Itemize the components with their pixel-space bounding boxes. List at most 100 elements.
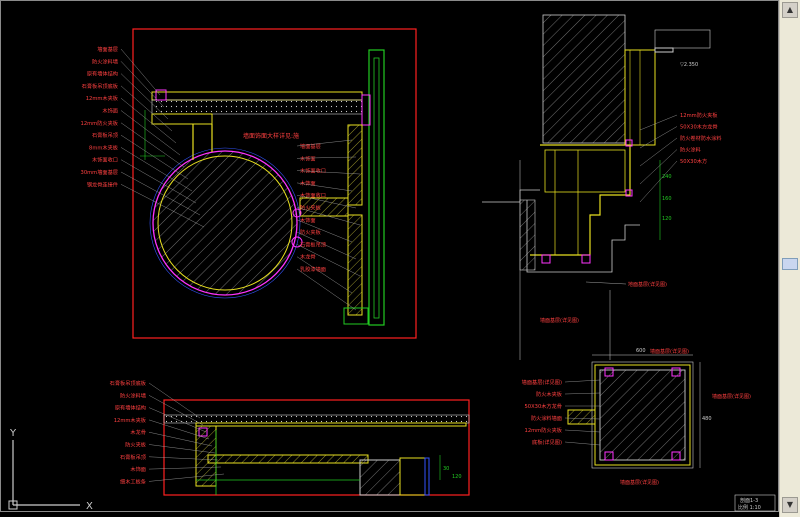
leader-line bbox=[564, 392, 601, 395]
p1-right-label: 墙面基层 bbox=[300, 142, 321, 150]
leader-line bbox=[120, 48, 161, 96]
p3-side-label: 防火卷材防水涂料 bbox=[680, 134, 722, 142]
leader-line bbox=[148, 382, 201, 419]
leader-line bbox=[296, 256, 353, 294]
leader-line bbox=[564, 441, 601, 446]
panel-1-plan-detail: 墙面饰面大样详见:施 墙面基层防火涂料墙原有墙体结构石膏板吊顶底板12mm木夹板… bbox=[81, 28, 417, 339]
leader-line bbox=[639, 126, 678, 149]
p2-left-label: 防火涂料墙 bbox=[120, 391, 146, 399]
p3-side-label: 50X30木方龙骨 bbox=[680, 123, 718, 131]
p1-right-label: 木饰面收口 bbox=[300, 191, 326, 199]
leader-line bbox=[639, 114, 678, 131]
dim-480-side: 480 bbox=[702, 416, 712, 422]
leader-line bbox=[564, 429, 601, 433]
scroll-thumb[interactable] bbox=[782, 258, 798, 270]
leader-line bbox=[296, 182, 353, 192]
leader-line bbox=[120, 85, 173, 132]
round-column-section bbox=[152, 150, 298, 296]
p1-right-label: 木龙骨 bbox=[300, 253, 316, 261]
leader-line bbox=[296, 139, 353, 147]
p1-left-label: 钢龙骨连接件 bbox=[87, 180, 118, 188]
leader-line bbox=[120, 147, 193, 192]
drawing-viewport[interactable] bbox=[0, 0, 779, 512]
leader-line bbox=[148, 456, 219, 461]
cad-drawing: 墙面饰面大样详见:施 墙面基层防火涂料墙原有墙体结构石膏板吊顶底板12mm木夹板… bbox=[8, 14, 776, 512]
leader-line bbox=[148, 466, 222, 470]
panel-2-ceiling-section: 30 120 石膏板吊顶底板防火涂料墙原有墙体结构12mm木夹板木龙骨防火夹板石… bbox=[110, 379, 470, 496]
leader-line bbox=[120, 134, 189, 180]
panel-2-left-labels: 石膏板吊顶底板防火涂料墙原有墙体结构12mm木夹板木龙骨防火夹板石膏板吊顶木饰面… bbox=[110, 379, 225, 485]
p3-side-label: 50X30木方 bbox=[680, 157, 707, 165]
leader-line bbox=[296, 231, 357, 260]
p4-left-label: 防火涂料墙面 bbox=[531, 414, 562, 422]
panel-1-border bbox=[132, 28, 417, 339]
panel-3-bottom-label-2: 墙面基层(详见图) bbox=[540, 317, 579, 324]
panel-1-left-labels: 墙面基层防火涂料墙原有墙体结构石膏板吊顶底板12mm木夹板木饰面12mm防火夹板… bbox=[81, 45, 205, 228]
p4-left-label: 墙面基层(详见图) bbox=[522, 378, 562, 386]
panel-4-bottom-label: 墙面基层(详见图) bbox=[620, 479, 659, 486]
p1-left-label: 原有墙体结构 bbox=[87, 70, 118, 78]
p1-left-label: 墙面基层 bbox=[97, 45, 118, 53]
leader-line bbox=[120, 98, 177, 144]
p1-right-label: 木饰面 bbox=[300, 179, 316, 187]
p2-left-label: 原有墙体结构 bbox=[115, 404, 146, 412]
p1-left-label: 12mm防火夹板 bbox=[81, 119, 119, 127]
level-mark: ▽2.350 bbox=[680, 62, 698, 68]
leader-line bbox=[120, 61, 165, 108]
p3-side-label: 防火涂料 bbox=[680, 146, 701, 154]
p1-right-label: 防火夹板 bbox=[300, 204, 322, 212]
leader-line bbox=[296, 195, 357, 209]
p4-left-label: 12mm防火夹板 bbox=[525, 426, 563, 434]
triangle-up-icon: ▲ bbox=[786, 5, 794, 14]
panel-3-wall-section: ▽2.350 240 160 120 12mm防火夹板50X30木方龙骨防火卷材… bbox=[482, 14, 722, 360]
p1-right-label: 木饰面 bbox=[300, 216, 316, 224]
p1-right-label: 乳胶漆墙面 bbox=[300, 265, 326, 273]
leader-line bbox=[564, 379, 601, 383]
panel-4-top-label: 墙面基层(详见图) bbox=[650, 348, 689, 355]
p1-left-label: 石膏板吊顶 bbox=[92, 131, 118, 139]
vertical-scrollbar[interactable]: ▲ ▼ bbox=[779, 0, 800, 517]
ucs-icon: Y X bbox=[8, 428, 93, 512]
p2-left-label: 木饰面 bbox=[130, 465, 146, 473]
p4-left-label: 底板(详见图) bbox=[532, 438, 562, 446]
p2-left-label: 木龙骨 bbox=[130, 428, 146, 436]
leader-line bbox=[296, 156, 357, 159]
leader-line bbox=[296, 268, 357, 311]
p3-side-label: 12mm防火夹板 bbox=[680, 111, 718, 119]
leader-line bbox=[296, 219, 353, 243]
p1-left-label: 木饰面收口 bbox=[92, 156, 118, 164]
p2-left-label: 石膏板吊顶底板 bbox=[110, 379, 147, 387]
leader-line bbox=[120, 110, 181, 156]
p4-left-label: 防火木夹板 bbox=[536, 390, 563, 398]
leader-line bbox=[120, 159, 197, 204]
leader-line bbox=[564, 417, 601, 420]
panel-3-bottom-label-1: 地面基层(详见图) bbox=[628, 281, 667, 288]
p4-left-label: 50X30木方龙骨 bbox=[524, 402, 562, 410]
scroll-down-button[interactable]: ▼ bbox=[782, 497, 798, 513]
p1-left-label: 石膏板吊顶底板 bbox=[82, 82, 119, 90]
p2-left-label: 石膏板吊顶 bbox=[120, 453, 146, 461]
triangle-down-icon: ▼ bbox=[786, 500, 794, 509]
p1-right-label: 石膏板吊顶 bbox=[300, 240, 326, 248]
leader-line bbox=[120, 122, 185, 168]
p1-right-label: 木饰面收口 bbox=[300, 167, 326, 175]
leader-line bbox=[639, 137, 678, 167]
p1-right-label: 木饰面 bbox=[300, 154, 316, 162]
panel-1-right-labels: 墙面基层木饰面木饰面收口木饰面木饰面收口防火夹板木饰面防火夹板石膏板吊顶木龙骨乳… bbox=[296, 139, 361, 311]
panel-4-column-section: 600 480 墙面基层(详见图) 墙面基层(详见图) 墙面基层(详见图) 墙面… bbox=[522, 348, 751, 486]
leader-line bbox=[148, 407, 207, 433]
p1-left-label: 30mm墙面基层 bbox=[81, 168, 118, 176]
dim-120: 120 bbox=[452, 474, 462, 480]
leader-line bbox=[120, 184, 205, 228]
title-line-2: 比例 1:10 bbox=[738, 504, 761, 511]
leader-line bbox=[639, 149, 678, 185]
p1-right-label: 防火夹板 bbox=[300, 228, 322, 236]
scroll-up-button[interactable]: ▲ bbox=[782, 2, 798, 18]
p1-left-label: 12mm木夹板 bbox=[86, 94, 119, 102]
leader-line bbox=[120, 171, 201, 216]
p1-left-label: 8mm木夹板 bbox=[89, 143, 119, 151]
p2-left-label: 细木工板条 bbox=[120, 477, 146, 485]
leader-line bbox=[148, 419, 210, 440]
